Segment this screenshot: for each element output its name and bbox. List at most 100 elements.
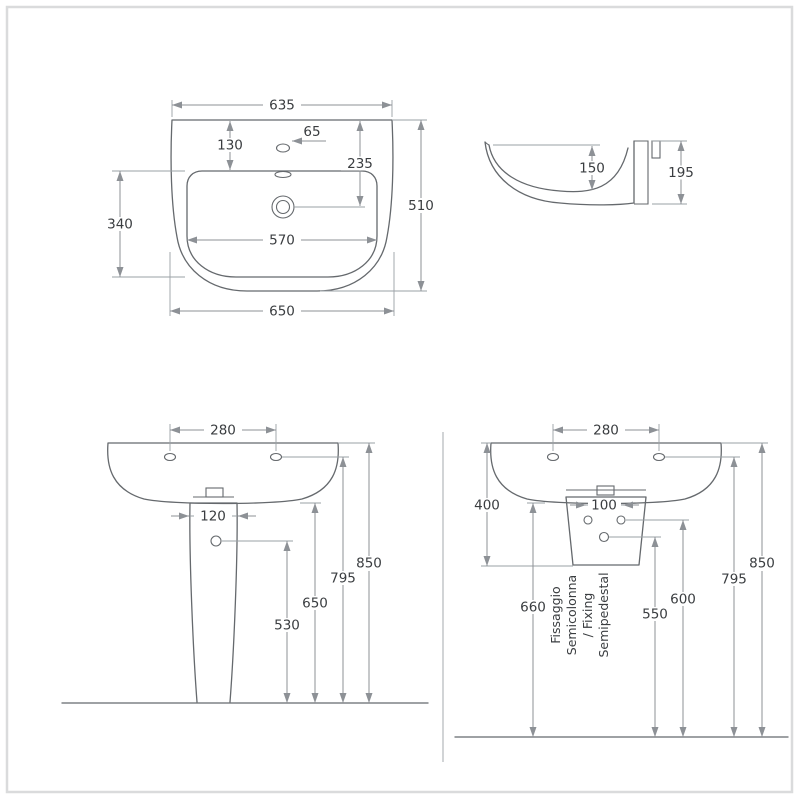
page-border bbox=[5, 5, 794, 794]
dim-130: 130 bbox=[211, 138, 249, 154]
dim-550: 550 bbox=[636, 606, 674, 622]
dim-195-label: 195 bbox=[668, 165, 694, 181]
dim-130-label: 130 bbox=[217, 138, 243, 154]
fixing-hole-lower bbox=[598, 531, 610, 543]
label-bg bbox=[194, 509, 232, 523]
label-bg bbox=[263, 233, 301, 247]
dim-600-label: 600 bbox=[670, 591, 696, 607]
extension-lines bbox=[169, 424, 375, 542]
label-bg bbox=[341, 156, 379, 171]
extension-lines bbox=[481, 424, 768, 567]
dim-340: 340 bbox=[101, 217, 139, 233]
dim-660-label: 660 bbox=[520, 599, 546, 615]
dim-650-plan: 650 bbox=[263, 303, 301, 319]
dim-280-pedestal-label: 280 bbox=[210, 422, 236, 438]
dim-530-label: 530 bbox=[274, 617, 300, 633]
dim-235-label: 235 bbox=[347, 156, 373, 172]
dim-280-semipedestal-label: 280 bbox=[593, 422, 619, 438]
label-bg bbox=[324, 571, 362, 585]
fixing-note: Fissaggio Semicolonna / Fixing Semipedes… bbox=[548, 572, 611, 657]
dim-850-pedestal: 850 bbox=[350, 556, 388, 572]
semipedestal-hook bbox=[596, 485, 615, 496]
fixing-note-line-4: Semipedestal bbox=[596, 572, 611, 657]
dim-635-label: 635 bbox=[269, 98, 295, 114]
label-bg bbox=[263, 98, 301, 112]
dim-550-label: 550 bbox=[642, 606, 668, 622]
fixing-hole-left bbox=[583, 515, 593, 525]
basin-front-outline bbox=[490, 442, 722, 505]
fixing-note-line-2: Semicolonna bbox=[564, 575, 579, 655]
dim-850-semipedestal-label: 850 bbox=[749, 556, 775, 572]
dim-150-label: 150 bbox=[579, 161, 605, 177]
label-bg bbox=[402, 198, 440, 213]
label-bg bbox=[588, 498, 621, 512]
dim-850-pedestal-label: 850 bbox=[356, 556, 382, 572]
label-bg bbox=[211, 138, 249, 152]
pedestal-view: 280 120 530 650 795 850 bbox=[61, 422, 429, 704]
drain-hole-inner bbox=[275, 199, 291, 215]
dim-650-pedestal: 650 bbox=[296, 595, 334, 611]
label-bg bbox=[636, 607, 674, 621]
pedestal-fixing-hole bbox=[210, 535, 222, 547]
plan-view: 635 65 130 235 510 340 570 650 bbox=[101, 98, 440, 319]
tap-hole-left bbox=[546, 452, 560, 462]
dim-340-label: 340 bbox=[107, 217, 133, 233]
dim-100-label: 100 bbox=[591, 497, 617, 513]
dim-120: 120 bbox=[194, 509, 232, 525]
fixing-hole-right bbox=[616, 515, 626, 525]
bowl-section-inner bbox=[488, 144, 629, 193]
dim-795-pedestal-label: 795 bbox=[330, 570, 356, 586]
dim-660: 660 bbox=[514, 599, 552, 615]
dim-510-label: 510 bbox=[408, 198, 434, 214]
pedestal-outline bbox=[189, 502, 238, 703]
pedestal-hook bbox=[205, 487, 224, 498]
label-bg bbox=[587, 423, 625, 437]
label-bg bbox=[296, 596, 334, 610]
semipedestal-outline bbox=[565, 496, 647, 566]
dim-100: 100 bbox=[588, 497, 621, 513]
dim-510: 510 bbox=[402, 198, 440, 214]
dim-600: 600 bbox=[664, 591, 702, 607]
tap-hole bbox=[275, 143, 291, 153]
label-bg bbox=[514, 600, 552, 614]
label-bg bbox=[204, 423, 242, 437]
dim-150: 150 bbox=[573, 161, 611, 177]
label-bg bbox=[573, 161, 611, 175]
label-bg bbox=[715, 572, 753, 586]
wall-fixing-tab bbox=[651, 140, 661, 159]
tap-hole-right bbox=[652, 452, 666, 462]
label-bg bbox=[350, 556, 388, 571]
label-bg bbox=[662, 165, 700, 180]
dim-120-label: 120 bbox=[200, 509, 226, 525]
tap-hole-right bbox=[269, 452, 283, 462]
overflow-hole bbox=[274, 170, 292, 179]
fixing-note-line-3: / Fixing bbox=[580, 593, 595, 638]
dim-650-plan-label: 650 bbox=[269, 303, 295, 319]
label-bg bbox=[101, 217, 139, 231]
extension-lines bbox=[112, 100, 427, 316]
dim-795-semipedestal-label: 795 bbox=[721, 571, 747, 587]
dim-65-label: 65 bbox=[303, 124, 320, 140]
dim-280-semipedestal: 280 bbox=[587, 422, 625, 438]
drain-hole-outer bbox=[271, 195, 295, 219]
dim-570: 570 bbox=[263, 232, 301, 248]
dim-280-pedestal: 280 bbox=[204, 422, 242, 438]
bowl-outline bbox=[186, 170, 378, 278]
rim-tip bbox=[484, 141, 490, 146]
wall-bracket bbox=[634, 140, 649, 205]
dim-235: 235 bbox=[341, 156, 379, 172]
dim-795-pedestal: 795 bbox=[324, 570, 362, 586]
label-bg bbox=[268, 618, 306, 632]
label-bg bbox=[263, 304, 301, 318]
label-bg bbox=[468, 498, 506, 512]
semipedestal-view: 280 400 100 660 550 600 795 850 bbox=[454, 422, 789, 738]
dim-850-semipedestal: 850 bbox=[743, 556, 781, 572]
fixing-note-line-1: Fissaggio bbox=[548, 586, 563, 643]
dim-530: 530 bbox=[268, 617, 306, 633]
dim-795-semipedestal: 795 bbox=[715, 571, 753, 587]
basin-outline bbox=[170, 119, 394, 292]
dim-570-label: 570 bbox=[269, 232, 295, 248]
dim-195: 195 bbox=[662, 165, 700, 181]
side-view: 150 195 bbox=[484, 140, 700, 206]
